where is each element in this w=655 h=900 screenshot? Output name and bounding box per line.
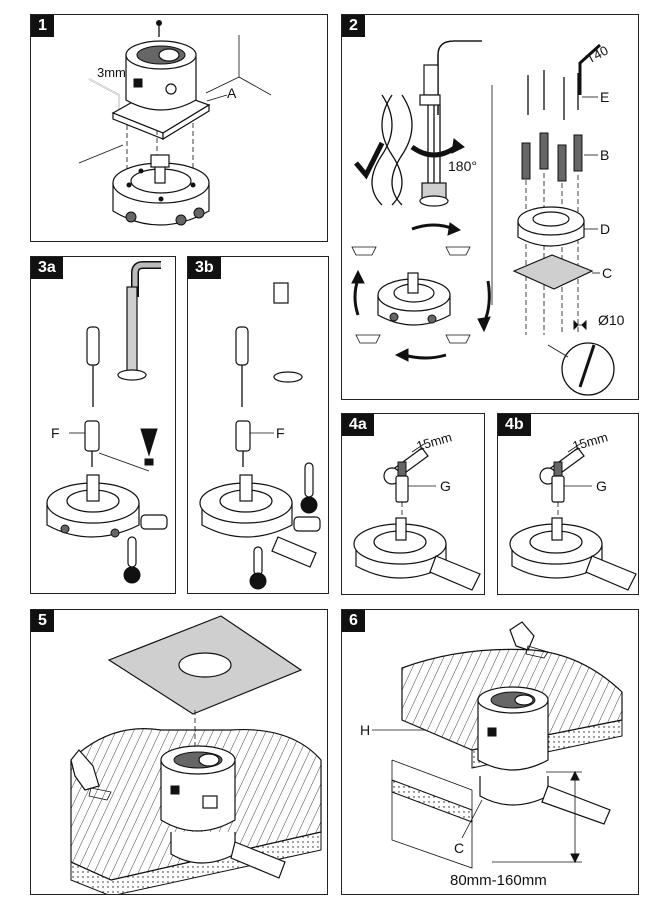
panel-4a-drawing (353, 443, 481, 591)
panel-6-number: 6 (342, 610, 365, 632)
callout-g-4a: G (440, 478, 451, 494)
thermometer-hot-icon (123, 536, 141, 584)
panel-6: 6 H C 80mm-160mm (341, 609, 639, 895)
callout-g-4b: G (596, 478, 607, 494)
check-icon (354, 141, 385, 180)
hex-key-icon (88, 78, 120, 115)
dim-80-160mm: 80mm-160mm (450, 872, 547, 889)
panel-4a-number: 4a (342, 414, 374, 436)
callout-d: D (600, 221, 611, 237)
panel-1-drawing (78, 20, 272, 226)
panel-4b: 4b 15mm G (497, 413, 639, 595)
panel-3a-drawing (46, 261, 168, 584)
panel-5-number: 5 (31, 610, 54, 632)
callout-h: H (360, 722, 371, 738)
panel-5: 5 (30, 609, 328, 895)
panel-2-drawing (351, 40, 615, 396)
panel-3b-number: 3b (188, 257, 221, 279)
callout-f-3a: F (51, 425, 60, 441)
callout-a: A (227, 85, 237, 101)
warning-icon (140, 428, 158, 466)
panel-1-number: 1 (31, 15, 54, 37)
dim-diameter-10: Ø10 (598, 312, 625, 328)
dim-180-degrees: 180° (448, 158, 477, 174)
dim-3mm: 3mm (97, 65, 126, 80)
panel-3a-number: 3a (31, 257, 63, 279)
panel-1: 1 3mm A (30, 14, 328, 242)
panel-6-drawing (372, 621, 623, 869)
callout-b: B (600, 147, 610, 163)
thermometer-cold-icon (300, 462, 318, 514)
torx-key-icon (578, 43, 602, 95)
screwdriver-icon (86, 326, 100, 407)
panel-3a: 3a F (30, 256, 176, 594)
panel-4b-number: 4b (498, 414, 531, 436)
panel-2: 2 T40 E 180° B D C Ø10 (341, 14, 639, 400)
panel-2-number: 2 (342, 15, 365, 37)
hand-icon (70, 749, 112, 801)
callout-c: C (602, 265, 613, 281)
callout-f-3b: F (276, 425, 285, 441)
drill-bit-icon (578, 344, 596, 388)
panel-3b: 3b F (187, 256, 329, 594)
callout-c-6: C (454, 840, 465, 856)
panel-4b-drawing (509, 443, 637, 591)
panel-4a: 4a 15mm G (341, 413, 485, 595)
panel-3b-drawing (199, 264, 321, 590)
callout-e: E (600, 89, 610, 105)
panel-5-drawing (70, 615, 322, 894)
